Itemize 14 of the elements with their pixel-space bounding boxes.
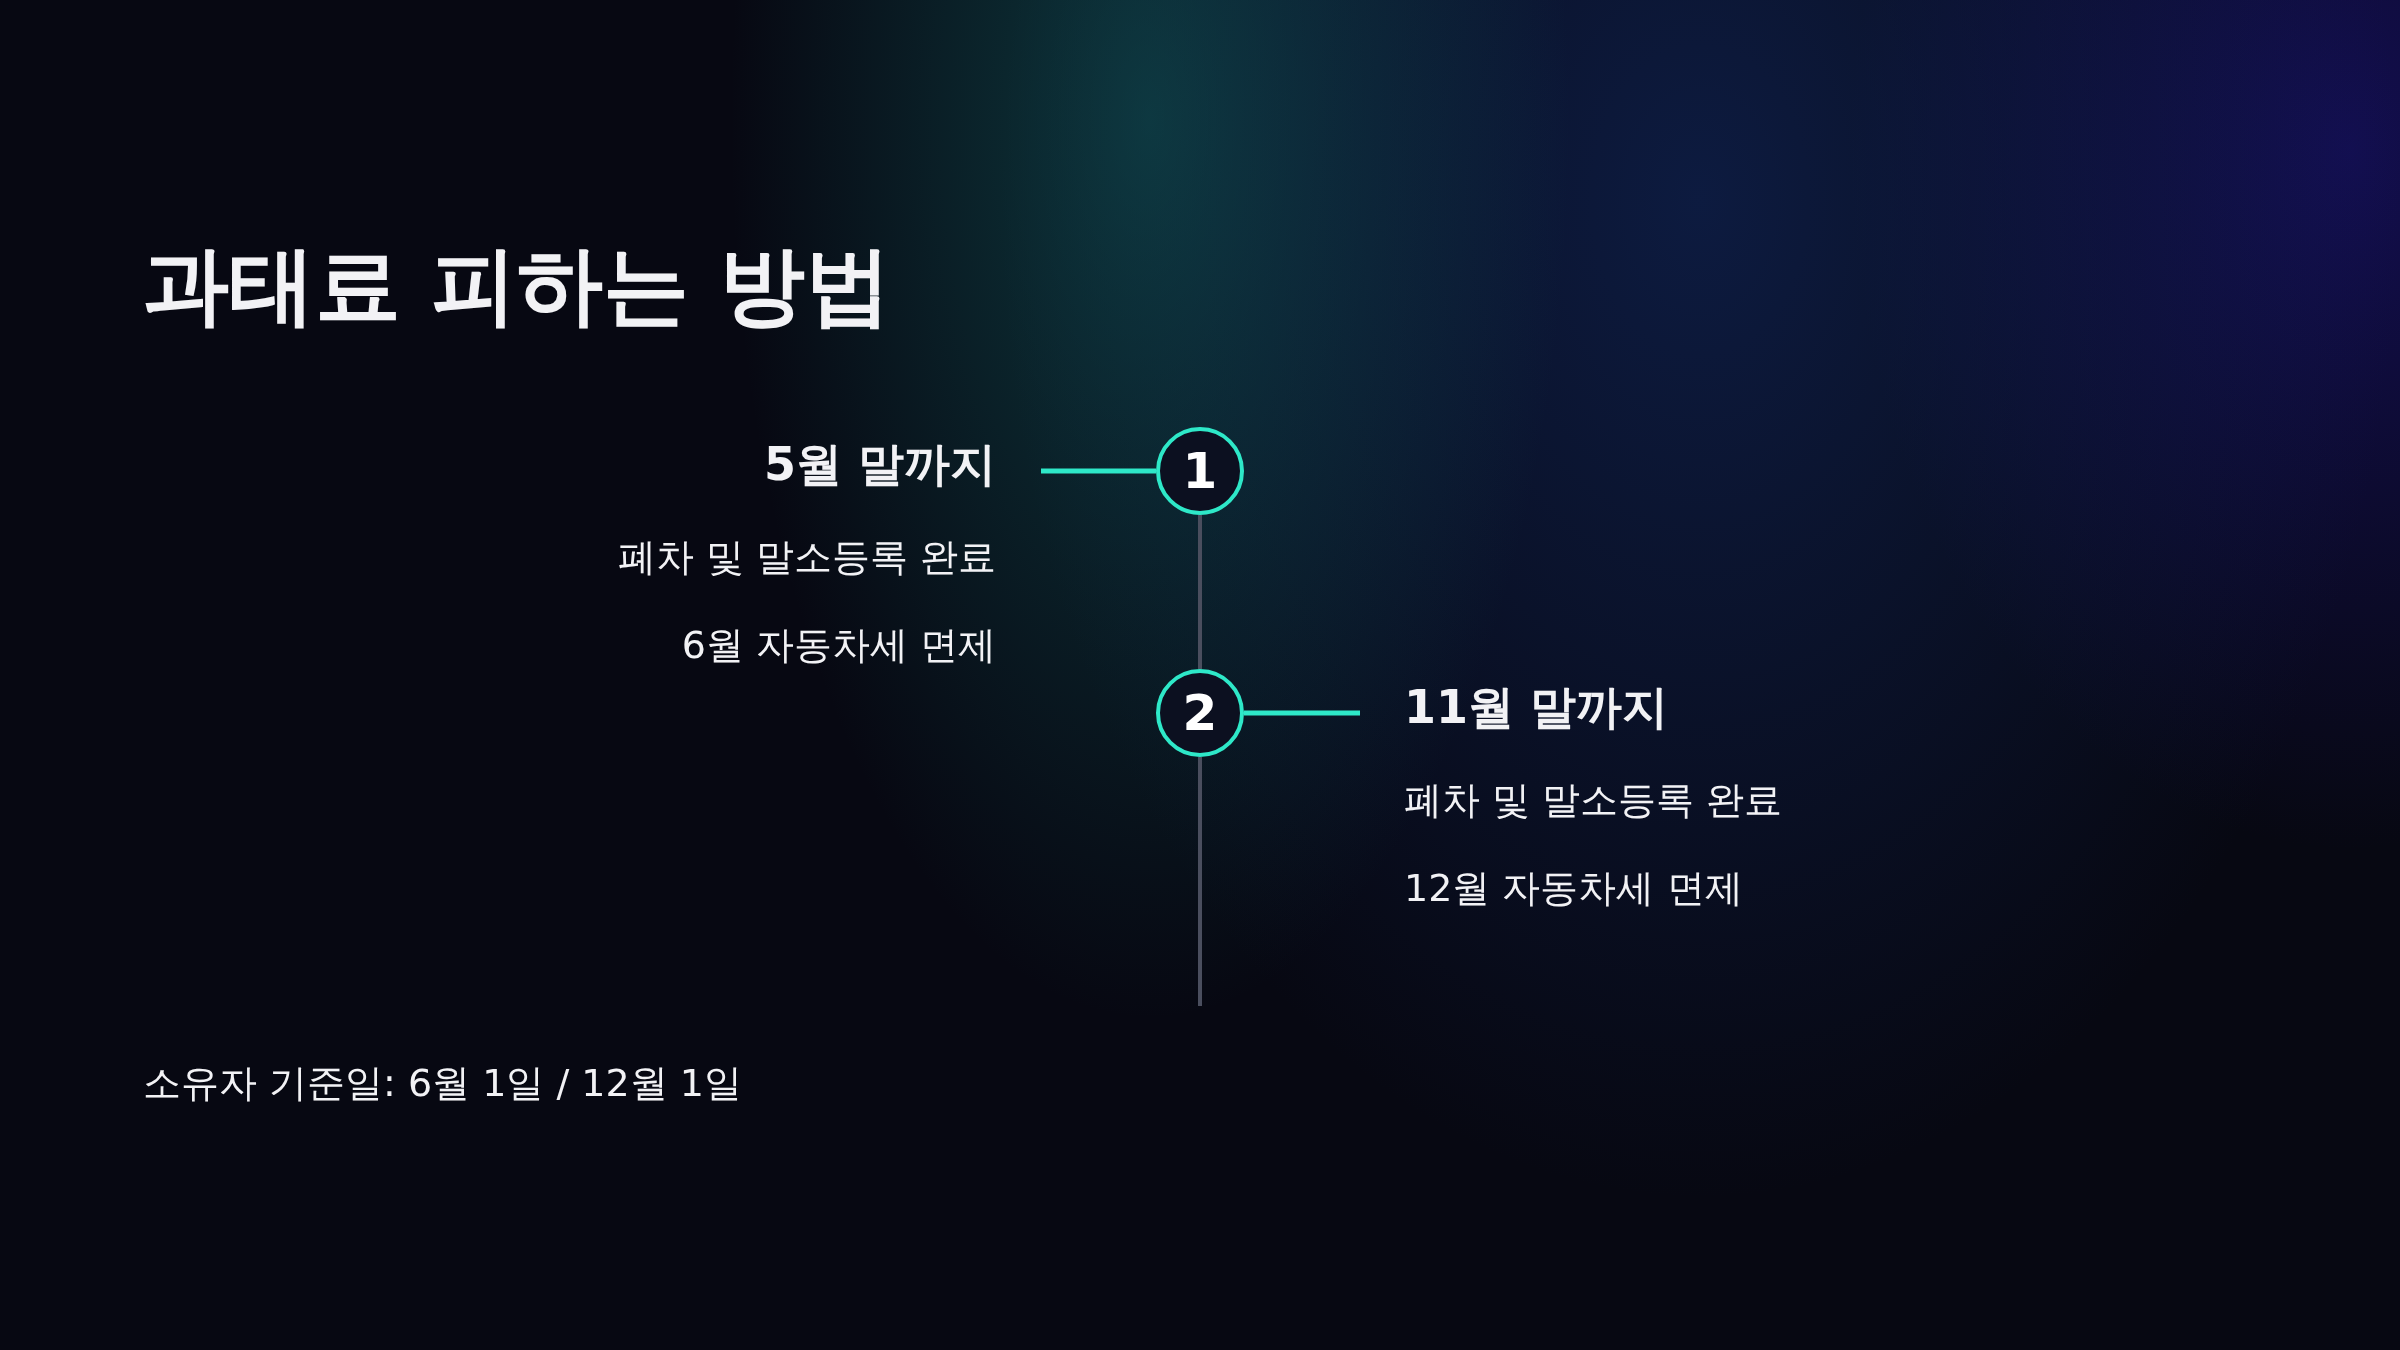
connector-line	[1244, 710, 1360, 716]
connector-line	[1198, 515, 1202, 669]
connector-line	[1198, 757, 1202, 1006]
connector-line	[1041, 468, 1156, 474]
timeline-text: 폐차 및 말소등록 완료	[617, 534, 996, 581]
timeline-text: 12월 자동차세 면제	[1404, 865, 1744, 912]
timeline-heading: 5월 말까지	[762, 436, 996, 493]
timeline-heading: 11월 말까지	[1404, 679, 1670, 736]
step-circle: 1	[1156, 427, 1244, 515]
title: 과태료 피하는 방법	[143, 234, 891, 337]
footnote: 소유자 기준일: 6월 1일 / 12월 1일	[143, 1060, 742, 1107]
step-circle: 2	[1156, 669, 1244, 757]
timeline-text: 6월 자동차세 면제	[680, 622, 996, 669]
timeline-text: 폐차 및 말소등록 완료	[1404, 777, 1783, 824]
